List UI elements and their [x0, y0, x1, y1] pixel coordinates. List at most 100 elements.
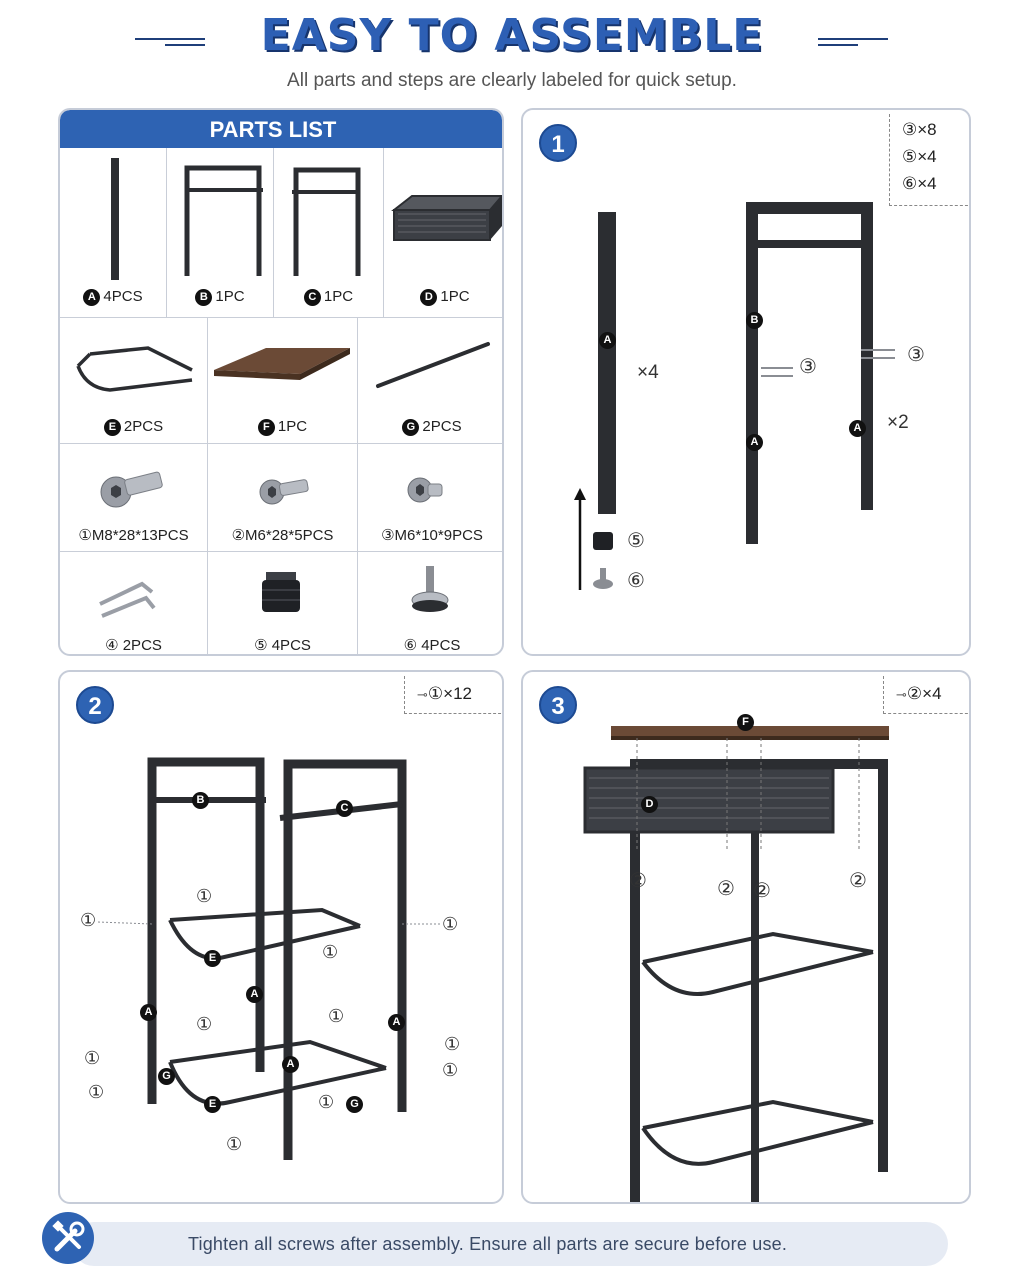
part-label-foot-cap: ⑤ 4PCS	[254, 637, 311, 654]
step-2-screw-label: ①	[322, 942, 339, 962]
screw-icon: ⊸	[417, 687, 428, 702]
foot-cap-icon	[262, 572, 300, 612]
title-decoration-right-short	[818, 44, 858, 46]
part-label-leveler: ⑥ 4PCS	[403, 637, 461, 654]
frame-b-illustration	[184, 165, 263, 276]
step-2-label-a: A	[140, 1004, 157, 1021]
wrench-screwdriver-icon	[42, 1212, 94, 1264]
step-2-screw-label: ①	[442, 1060, 459, 1080]
step-2-label-e: E	[204, 1096, 221, 1113]
mesh-basket-illustration	[391, 195, 502, 241]
step-2-label-e: E	[204, 950, 221, 967]
step-2-hardware-item: ①×12	[427, 684, 472, 703]
step-2-screw-label: ①	[88, 1082, 105, 1102]
part-label-screw-1: ①M8*28*13PCS	[78, 527, 189, 544]
step-2-label-b: B	[192, 792, 209, 809]
step-3-hardware-item: ②×4	[906, 684, 942, 703]
step-3-hardware-box: ⊸②×4	[883, 676, 969, 714]
step-2-label-a: A	[282, 1056, 299, 1073]
step-1-panel: 1 ③×8 ⑤×4 ⑥×4 A ×4 B A A ×2 ③ ③ ⑤ ⑥	[521, 108, 971, 656]
part-cell-foot-cap: ⑤ 4PCS	[208, 552, 358, 654]
step-3-illustration	[583, 726, 889, 1202]
step-3-screw-label: ②	[753, 880, 771, 902]
step-2-screw-label: ①	[226, 1134, 243, 1154]
part-cell-screw-3: ③M6*10*9PCS	[358, 444, 502, 552]
step-1-number: 1	[539, 124, 577, 162]
step-1-label-a-frame-left: A	[746, 434, 763, 451]
step-1-hardware-item: ③×8	[902, 120, 937, 139]
step-1-hardware-box: ③×8 ⑤×4 ⑥×4	[889, 114, 969, 206]
parts-list-heading: PARTS LIST	[60, 110, 502, 148]
page-header: EASY TO ASSEMBLE All parts and steps are…	[0, 0, 1024, 100]
step-3-number: 3	[539, 686, 577, 724]
shelf-rail-illustration	[76, 346, 193, 392]
step-1-foot-cap-label: ⑤	[627, 530, 645, 552]
part-label-screw-2: ②M6*28*5PCS	[231, 527, 334, 544]
step-3-screw-label: ②	[717, 878, 735, 900]
step-2-screw-label: ①	[444, 1034, 461, 1054]
step-3-panel: 3 ⊸②×4 F D ② ② ② ②	[521, 670, 971, 1204]
leveling-foot-icon	[411, 566, 449, 612]
step-3-label-f: F	[737, 714, 754, 731]
step-2-label-a: A	[388, 1014, 405, 1031]
part-cell-screw-2: ②M6*28*5PCS	[208, 444, 358, 552]
step-2-hardware-box: ⊸①×12	[404, 676, 502, 714]
step-2-illustration	[97, 757, 440, 1160]
wood-top-illustration	[214, 348, 350, 380]
step-2-screw-label: ①	[318, 1092, 335, 1112]
step-2-label-a: A	[246, 986, 263, 1003]
part-cell-leveler: ⑥ 4PCS	[358, 552, 502, 654]
step-1-screw-label: ③	[799, 356, 817, 378]
frame-c-illustration	[292, 167, 361, 276]
step-2-screw-label: ①	[84, 1048, 101, 1068]
step-2-screw-label: ①	[328, 1006, 345, 1026]
step-1-foot-pad-label: ⑥	[627, 570, 645, 592]
bolt-m8-illustration	[100, 471, 163, 508]
step-2-screw-label: ①	[442, 914, 459, 934]
part-cell-allen-key: ④ 2PCS	[60, 552, 208, 654]
step-1-hardware-item: ⑥×4	[902, 174, 937, 193]
step-2-panel: 2 ⊸①×12 B C E A A A A G G E ① ① ① ① ① ① …	[58, 670, 504, 1204]
step-3-label-d: D	[641, 796, 658, 813]
step-1-illustration	[574, 202, 895, 590]
page-subtitle: All parts and steps are clearly labeled …	[287, 70, 737, 91]
part-cell-screw-1: ①M8*28*13PCS	[60, 444, 208, 552]
title-decoration-left	[135, 38, 205, 40]
step-1-label-a-leg: A	[599, 332, 616, 349]
bolt-m6-28-illustration	[259, 479, 309, 505]
title-decoration-left-short	[165, 44, 205, 46]
footer-instruction-text: Tighten all screws after assembly. Ensur…	[188, 1234, 788, 1254]
bolt-m6-10-illustration	[407, 477, 443, 503]
step-2-screw-label: ①	[196, 886, 213, 906]
allen-key-icon	[99, 581, 156, 618]
step-1-multiplier-4: ×4	[637, 362, 659, 383]
leg-illustration	[111, 158, 119, 280]
step-2-screw-label: ①	[80, 910, 97, 930]
step-2-screw-label: ①	[196, 1014, 213, 1034]
step-3-screw-label: ②	[629, 870, 647, 892]
part-label-screw-3: ③M6*10*9PCS	[381, 527, 483, 544]
step-3-screw-label: ②	[849, 870, 867, 892]
rod-illustration	[376, 342, 490, 388]
step-2-label-g: G	[158, 1068, 175, 1085]
step-1-screw-label: ③	[907, 344, 925, 366]
step-2-label-c: C	[336, 800, 353, 817]
step-1-label-a-frame-right: A	[849, 420, 866, 437]
step-1-multiplier-2: ×2	[887, 412, 909, 433]
screw-icon: ⊸	[896, 687, 907, 702]
footer-banner	[72, 1222, 948, 1266]
